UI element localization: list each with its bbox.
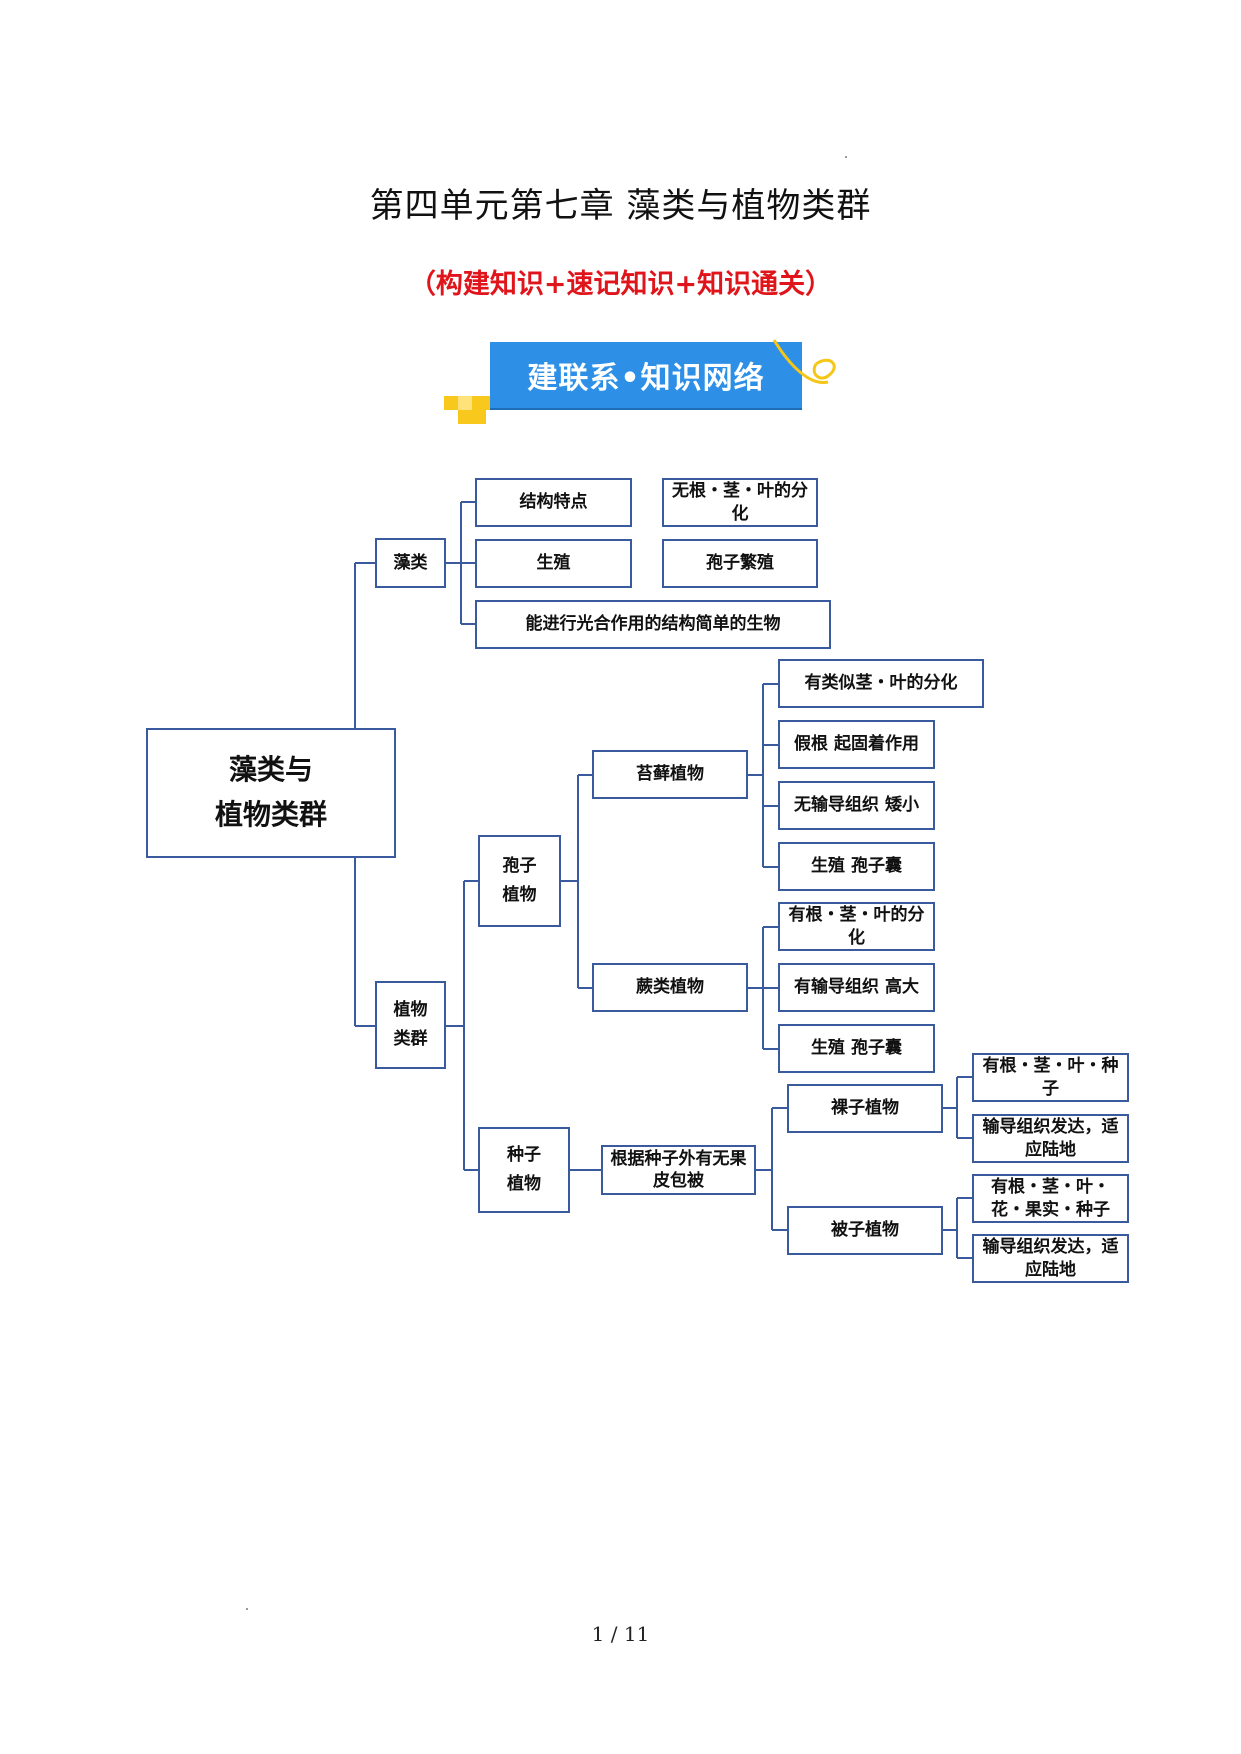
- node-fern-item: 生殖 孢子囊: [778, 1024, 935, 1073]
- page-number: 1 / 11: [591, 1622, 650, 1646]
- node-angiosperm-item: 输导组织发达，适应陆地: [972, 1234, 1129, 1283]
- node-angiosperm-item: 有根・茎・叶・花・果实・种子: [972, 1174, 1129, 1223]
- node-moss-item: 有类似茎・叶的分化: [778, 659, 984, 708]
- section-banner: 建联系•知识网络: [490, 342, 802, 408]
- node-algae-structure: 结构特点: [475, 478, 632, 527]
- page-subtitle: （构建知识+速记知识+知识通关）: [408, 269, 833, 300]
- scan-speck: [845, 156, 847, 158]
- node-gymnosperm: 裸子植物: [787, 1084, 943, 1133]
- node-moss-item: 无输导组织 矮小: [778, 781, 935, 830]
- node-gymnosperm-item: 输导组织发达，适应陆地: [972, 1114, 1129, 1163]
- node-moss-item: 生殖 孢子囊: [778, 842, 935, 891]
- node-algae: 藻类: [375, 538, 446, 588]
- banner-decoration: [458, 396, 472, 410]
- node-algae-reproduction: 生殖: [475, 539, 632, 588]
- node-algae-summary: 能进行光合作用的结构简单的生物: [475, 600, 831, 649]
- node-fern-item: 有根・茎・叶的分化: [778, 902, 935, 951]
- banner-decoration: [472, 396, 486, 410]
- node-plants: 植物 类群: [375, 981, 446, 1069]
- banner-decoration: [472, 410, 486, 424]
- node-fern-item: 有输导组织 高大: [778, 963, 935, 1012]
- node-fern: 蕨类植物: [592, 963, 748, 1012]
- banner-decoration: [458, 410, 472, 424]
- node-moss: 苔藓植物: [592, 750, 748, 799]
- node-gymnosperm-item: 有根・茎・叶・种子: [972, 1053, 1129, 1102]
- node-seed-criterion: 根据种子外有无果皮包被: [601, 1145, 756, 1195]
- scan-speck: [246, 1608, 248, 1610]
- node-algae-structure-detail: 无根・茎・叶的分化: [662, 478, 818, 527]
- node-moss-item: 假根 起固着作用: [778, 720, 935, 769]
- mindmap-root: 藻类与 植物类群: [146, 728, 396, 858]
- ribbon-icon: [772, 339, 836, 384]
- node-spore-plants: 孢子 植物: [478, 835, 561, 927]
- node-angiosperm: 被子植物: [787, 1206, 943, 1255]
- banner-decoration: [444, 396, 458, 410]
- page-title: 第四单元第七章 藻类与植物类群: [369, 186, 872, 226]
- node-seed-plants: 种子 植物: [478, 1127, 570, 1213]
- node-algae-reproduction-detail: 孢子繁殖: [662, 539, 818, 588]
